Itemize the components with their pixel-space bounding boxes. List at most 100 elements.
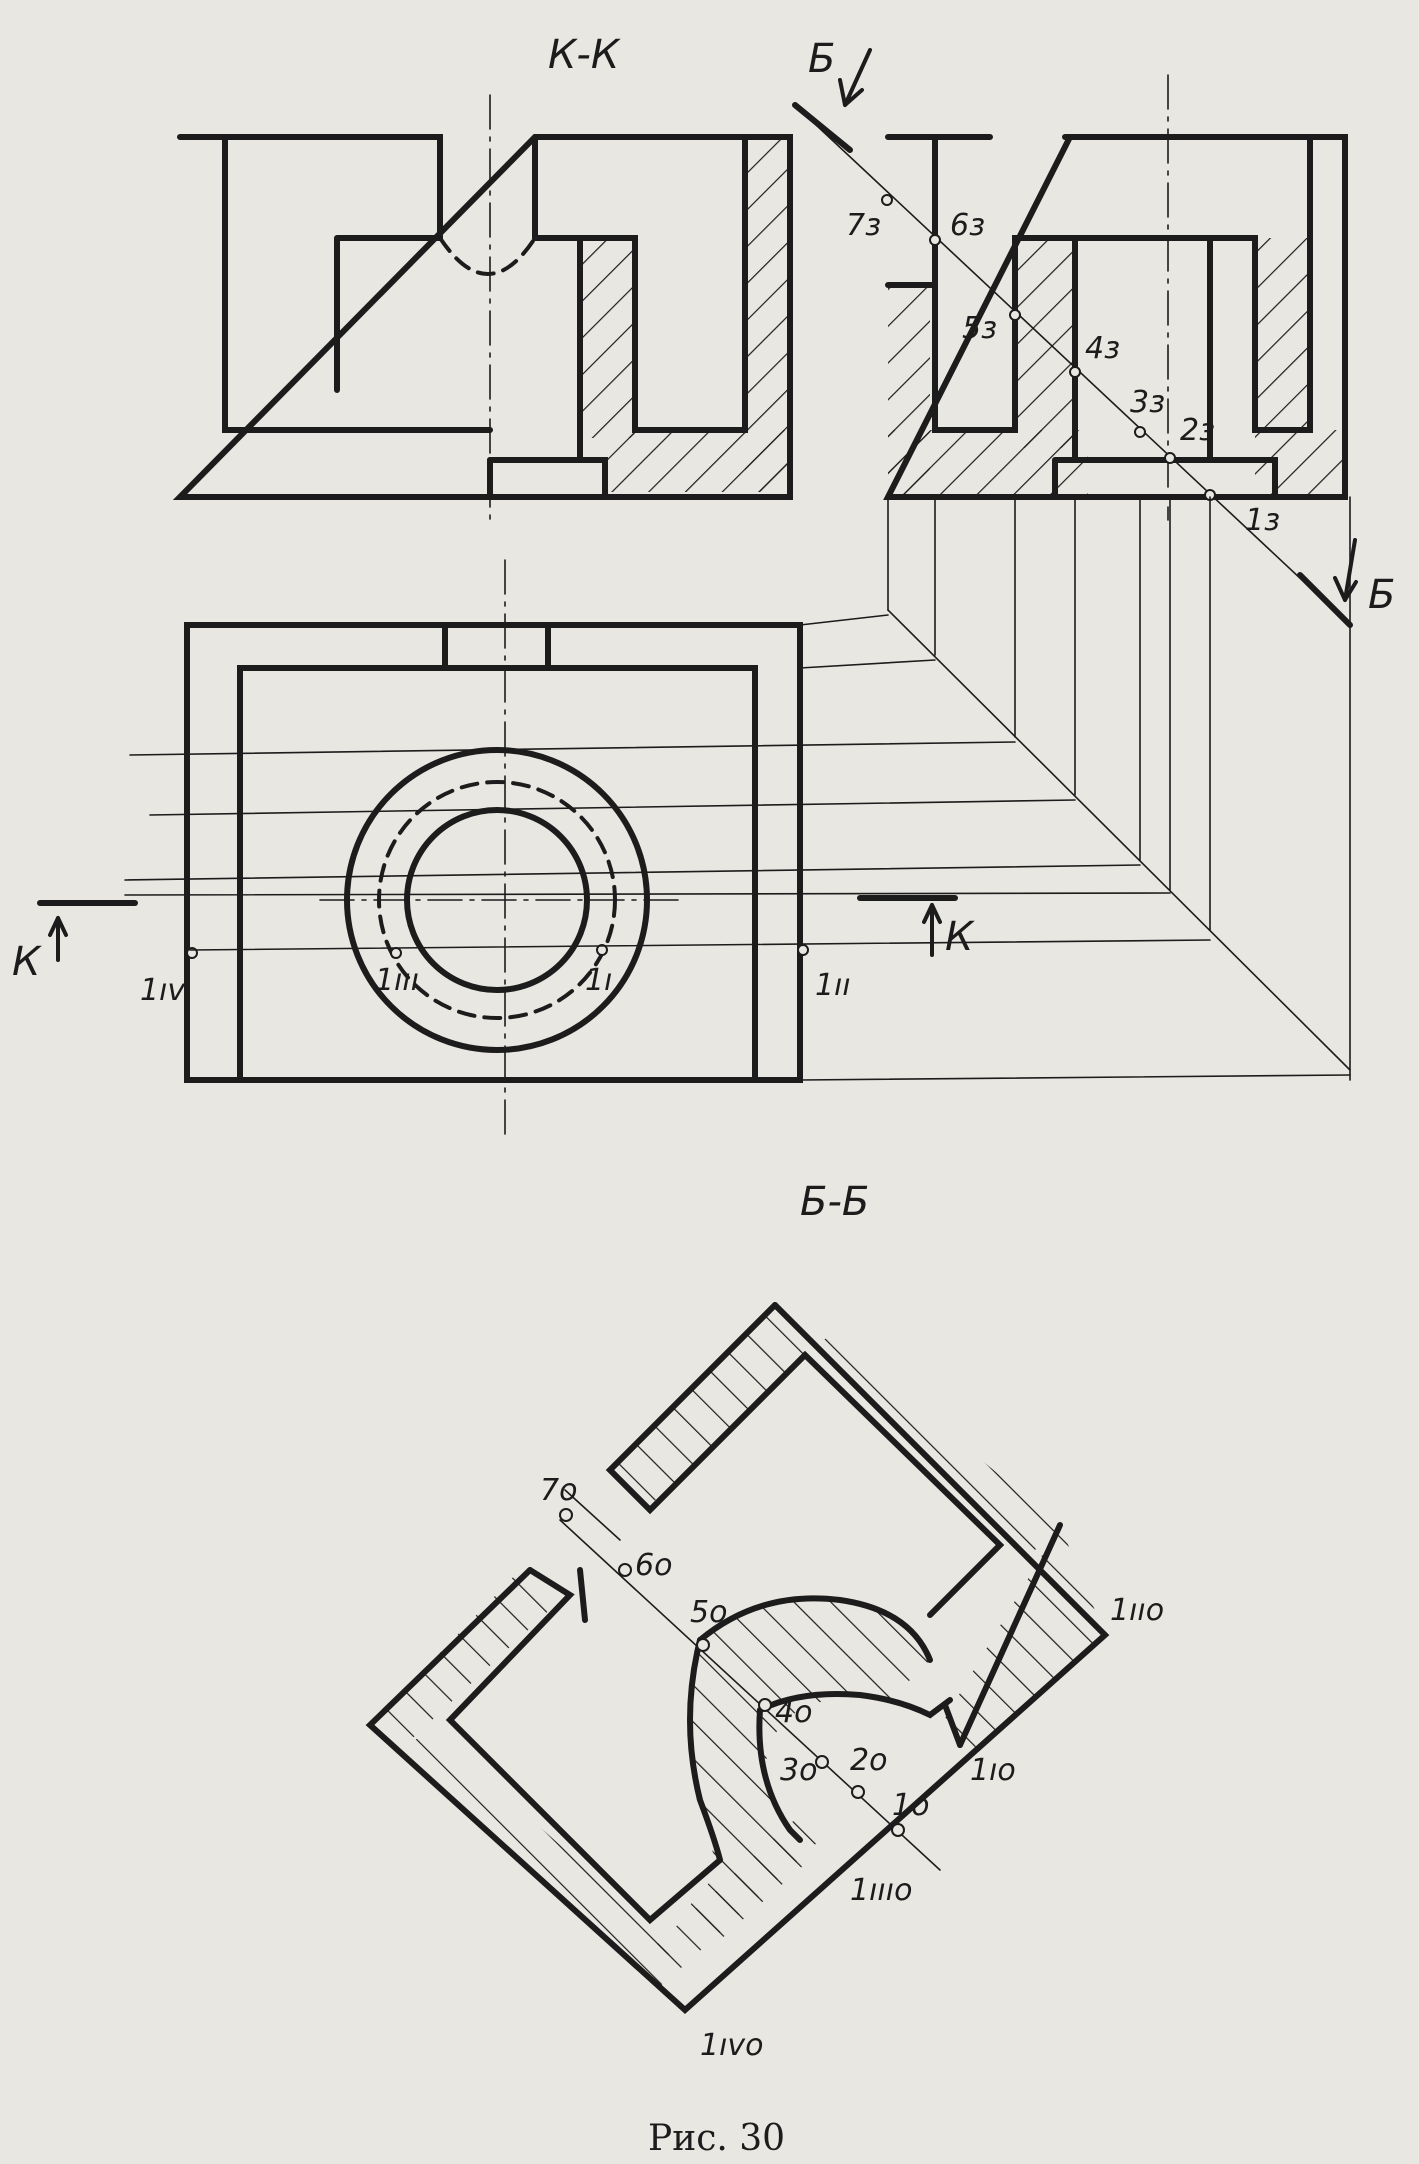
bb-axis-line [559,1519,941,1871]
hatch-area [1255,238,1310,433]
side-section-view [792,48,1358,628]
plan-view [37,559,958,1136]
projection-line [189,939,1211,951]
point-6 [929,234,941,246]
point-5 [1009,309,1021,321]
cut-mark-bottom [1297,572,1353,628]
hatch-area [580,238,635,438]
hatch-area [400,1730,690,1995]
projection-line [129,741,1016,756]
projection-line [124,864,1141,881]
projection-line [124,892,1171,896]
point-label-1iv: 1ıv [140,973,186,1008]
bb-point-4 [758,1698,772,1712]
boss-outer-arc [687,1637,723,1863]
point-label-5: 5з [962,311,997,346]
bore-arc [757,1691,953,1719]
point-label-2: 2з [1180,413,1215,448]
point-label-4: 4з [1085,331,1120,366]
inner-contour [885,134,1313,433]
outer-contour [883,134,1348,500]
cut-label-b-top: Б [808,36,835,82]
bb-label-2: 2о [850,1743,887,1778]
cavity-contour [334,235,583,393]
bb-outer-contour [365,1302,1110,2015]
bb-cut-line [564,1489,621,1541]
point-label-7: 7з [846,208,881,243]
point-label-1iii: 1ııı [375,963,419,998]
projection-line [799,614,889,626]
hatch-area [805,1335,1060,1555]
labels: К-К Б-Б Рис. 30 Б Б К К 7з 6з 5з 4з 3з 2… [12,32,1395,2159]
bb-label-1i: 1ıо [970,1753,1016,1788]
bore-edge [942,1702,963,1748]
point-label-1ii: 1ıı [815,968,851,1003]
hatch-area [370,1570,560,1750]
outer-contour [172,134,793,500]
bore-arc [756,1707,803,1843]
bb-label-3: 3о [780,1753,817,1788]
inner-contour [1052,235,1278,500]
miter-line [887,609,1351,1071]
cut-label-k-right: К [945,914,975,960]
front-section-view [172,94,793,521]
point-4 [1069,366,1081,378]
plan-inner-contour [237,665,758,1083]
cavity-contour [487,457,608,500]
cut-label-k-left: К [12,939,42,985]
point-7 [881,194,893,206]
projection-line [799,1074,1351,1081]
point-1ii [797,944,809,956]
point-label-6: 6з [950,208,985,243]
bb-label-1: 1о [892,1788,929,1823]
bb-label-5: 5о [690,1595,727,1630]
bb-inner-contour [605,1302,1005,1618]
point-2 [1164,452,1176,464]
point-label-3: 3з [1130,385,1165,420]
hatch-area [1015,238,1075,448]
bb-point-5 [696,1638,710,1652]
plan-slot [442,622,551,671]
arrow-k-right [922,903,942,957]
plan-outer-contour [184,622,803,1083]
auxiliary-section-bb [365,1302,1110,2015]
bb-label-1iii: 1ıııо [850,1873,912,1908]
bb-label-1iv: 1ıvо [700,2028,764,2063]
point-label-1: 1з [1245,503,1280,538]
bb-point-1 [891,1823,905,1837]
point-3 [1134,426,1146,438]
projection-lines [124,496,1351,1081]
point-1iii [390,947,402,959]
bb-point-2 [851,1785,865,1799]
section-title-bb: Б-Б [800,1179,869,1225]
arrow-k-left [48,916,68,962]
hatch-boss [690,1598,930,1940]
projection-line [799,659,936,669]
bb-inner-contour [445,1567,723,1925]
bb-label-1ii: 1ııо [1110,1593,1164,1628]
arrow-b-bottom [1333,538,1358,602]
bb-point-6 [618,1563,632,1577]
projection-line [149,799,1076,816]
section-title-kk: К-К [548,32,621,78]
cut-label-b-bottom: Б [1368,572,1395,618]
cut-mark-top [792,102,853,153]
slot-edge [577,1567,588,1623]
hidden-arc [438,236,537,276]
bb-label-4: 4о [775,1695,812,1730]
bb-inner-wall [957,1522,1063,1748]
arrow-b-top [838,48,872,107]
bb-label-7: 7о [540,1473,577,1508]
figure-caption: Рис. 30 [648,2118,785,2159]
bb-label-6: 6о [635,1548,672,1583]
hatch-area [610,1305,805,1515]
bb-point-7 [559,1508,573,1522]
bb-point-3 [815,1755,829,1769]
hatch-area [605,430,790,492]
boss-outer-arc [697,1595,933,1663]
point-label-1i: 1ı [585,963,612,998]
point-1i [596,944,608,956]
inner-contour [222,134,493,433]
